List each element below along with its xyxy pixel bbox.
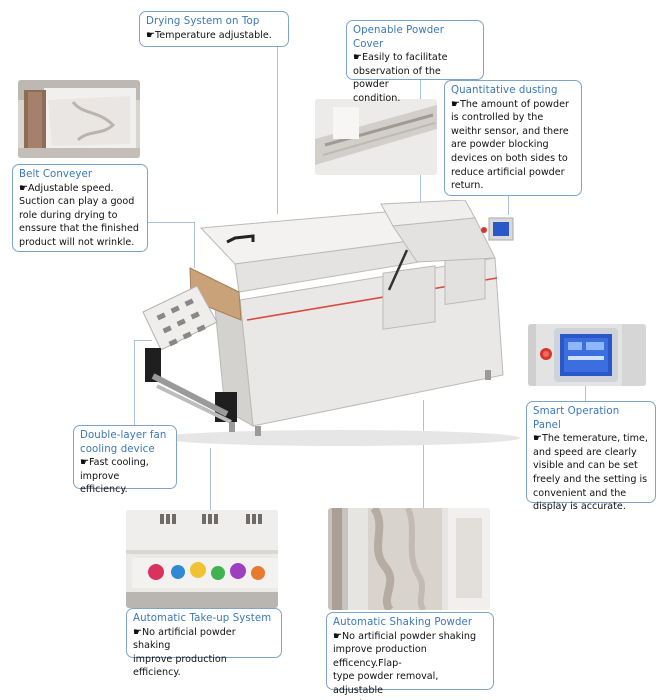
callout-shaking-powder: Automatic Shaking Powder ☛No artificial … xyxy=(326,612,494,700)
pointing-hand-icon: ☛ xyxy=(146,29,155,41)
callout-belt-conveyer: Belt Conveyer ☛Adjustable speed. Suction… xyxy=(12,164,148,252)
leader-belt-v xyxy=(194,222,196,268)
pointing-hand-icon: ☛ xyxy=(19,182,28,194)
quantitative-dusting-title: Quantitative dusting xyxy=(451,85,558,96)
pointing-hand-icon: ☛ xyxy=(133,626,142,638)
leader-fan xyxy=(134,340,136,426)
belt-conveyer-description: Adjustable speed. Suction can play a goo… xyxy=(19,182,139,248)
belt-conveyer-photo xyxy=(18,80,140,158)
leader-takeup xyxy=(210,448,212,510)
shaking-powder-description: No artificial powder shaking improve pro… xyxy=(333,630,477,700)
callout-take-up-system: Automatic Take-up System ☛No artificial … xyxy=(126,608,282,678)
leader-drying xyxy=(277,46,279,214)
pointing-hand-icon: ☛ xyxy=(353,52,362,64)
take-up-system-title: Automatic Take-up System xyxy=(133,613,272,624)
callout-smart-operation-panel: Smart Operation Panel ☛The temerature, t… xyxy=(526,401,656,512)
drying-system-description: Temperature adjustable. xyxy=(154,29,272,41)
belt-conveyer-title: Belt Conveyer xyxy=(19,169,93,180)
pointing-hand-icon: ☛ xyxy=(451,98,460,110)
operation-panel-photo xyxy=(528,324,646,386)
drying-system-title: Drying System on Top xyxy=(146,16,260,27)
leader-shaking xyxy=(423,400,425,510)
callout-fan-cooling: Double-layer fan cooling device ☛Fast co… xyxy=(73,425,177,495)
fan-cooling-description: Fast cooling, improve efficiency. xyxy=(80,457,149,496)
leader-dusting xyxy=(508,195,510,215)
callout-quantitative-dusting: Quantitative dusting ☛The amount of powd… xyxy=(444,80,582,196)
callout-powder-cover: Openable Powder Cover ☛Easily to facilit… xyxy=(346,20,484,104)
leader-fan-h xyxy=(134,340,152,342)
shaking-powder-title: Automatic Shaking Powder xyxy=(333,617,473,628)
fan-cooling-title: Double-layer fan cooling device xyxy=(80,430,167,455)
take-up-system-photo xyxy=(126,510,278,608)
quantitative-dusting-description: The amount of powder is controlled by th… xyxy=(451,98,569,192)
smart-panel-description: The temerature, time, and speed are clea… xyxy=(533,433,648,513)
shaking-powder-photo xyxy=(328,508,490,610)
callout-drying-system: Drying System on Top ☛Temperature adjust… xyxy=(139,11,289,47)
smart-panel-title: Smart Operation Panel xyxy=(533,406,620,431)
powder-tray-photo xyxy=(315,99,437,175)
leader-belt xyxy=(148,222,194,224)
dtf-powder-shaker-machine xyxy=(135,200,535,450)
pointing-hand-icon: ☛ xyxy=(80,457,89,469)
pointing-hand-icon: ☛ xyxy=(333,630,342,642)
powder-cover-description: Easily to facilitate observation of the … xyxy=(353,52,448,104)
powder-cover-title: Openable Powder Cover xyxy=(353,25,445,50)
take-up-system-description: No artificial powder shaking improve pro… xyxy=(133,626,236,679)
pointing-hand-icon: ☛ xyxy=(533,433,542,445)
leader-panel xyxy=(585,384,587,406)
